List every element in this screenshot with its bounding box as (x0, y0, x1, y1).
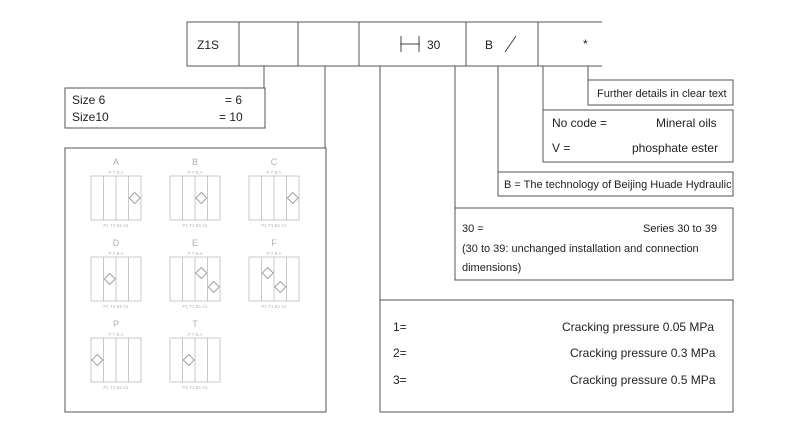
pressure-box (379, 299, 734, 413)
size-10-label: Size10 (72, 110, 109, 124)
symbol-top-ports: P T B A (108, 251, 123, 256)
seal-v-code: V = (552, 141, 570, 155)
series-note-line2: dimensions) (462, 262, 521, 274)
series-code: 30 = (462, 223, 484, 235)
symbol-top-ports: P T B A (187, 332, 202, 337)
header-series-code: 30 (427, 38, 441, 52)
pressure-2-code: 2= (393, 346, 407, 360)
symbol-bottom-ports: P1 T1 B1 A1 (261, 304, 287, 309)
seal-box (542, 109, 734, 163)
series-box (454, 207, 734, 281)
symbol-top-ports: P T B A (266, 251, 281, 256)
further-details-box (587, 79, 734, 106)
code-box-tech-seal (465, 21, 539, 67)
symbol-bottom-ports: P1 T1 B1 A1 (103, 385, 129, 390)
check-valve (103, 272, 116, 286)
pressure-1-desc: Cracking pressure 0.05 MPa (562, 320, 714, 334)
symbol-top-ports: P T B A (108, 332, 123, 337)
size-6-label: Size 6 (72, 93, 106, 107)
pressure-2-desc: Cracking pressure 0.3 MPa (570, 346, 716, 360)
check-valve (128, 191, 141, 205)
check-valve (195, 191, 208, 205)
size-box (64, 87, 266, 129)
symbol-bottom-ports: P1 T1 B1 A1 (182, 385, 208, 390)
header-code: Z1S (197, 38, 219, 52)
size-6-value: = 6 (225, 93, 242, 107)
valve-symbol-t: T P T B A P1 T1 B1 A1 (169, 319, 221, 390)
symbol-letter: T (192, 319, 198, 329)
symbol-top-ports: P T B A (187, 251, 202, 256)
symbol-top-ports: P T B A (108, 170, 123, 175)
symbol-top-ports: P T B A (187, 170, 202, 175)
symbol-letter: B (192, 157, 198, 167)
series-desc: Series 30 to 39 (643, 223, 717, 235)
symbol-letter: D (113, 238, 120, 248)
header-detail-code: * (583, 37, 588, 51)
symbol-bottom-ports: P1 T1 B1 A1 (182, 223, 208, 228)
size-10-value: = 10 (219, 110, 243, 124)
symbol-bottom-ports: P1 T1 B1 A1 (103, 304, 129, 309)
symbol-letter: F (271, 238, 277, 248)
symbol-bottom-ports: P1 T1 B1 A1 (261, 223, 287, 228)
symbols-box (64, 147, 327, 413)
code-box-symbol (297, 21, 360, 67)
symbol-letter: E (192, 238, 198, 248)
valve-symbol-c: C P T B A P1 T1 B1 A1 (248, 157, 300, 228)
connector-lines (263, 66, 589, 300)
symbol-letter: P (113, 319, 119, 329)
technology-box (497, 171, 734, 197)
pressure-1-code: 1= (393, 320, 407, 334)
code-box-size (238, 21, 299, 67)
pressure-3-desc: Cracking pressure 0.5 MPa (570, 373, 716, 387)
seal-no-code: No code = (552, 116, 607, 130)
header-separators (400, 35, 517, 53)
valve-symbol-e: E P T B A P1 T1 B1 A1 (169, 238, 221, 309)
check-valve (261, 266, 274, 280)
series-note-line1: (30 to 39: unchanged installation and co… (462, 243, 699, 255)
header-tech-code: B (485, 38, 493, 52)
symbol-top-ports: P T B A (266, 170, 281, 175)
valve-symbol-b: B P T B A P1 T1 B1 A1 (169, 157, 221, 228)
check-valve (286, 191, 299, 205)
code-box-details (538, 21, 602, 67)
valve-symbol-p: P P T B A P1 T1 B1 A1 (90, 319, 142, 390)
technology-text: B = The technology of Beijing Huade Hydr… (504, 179, 732, 191)
valve-symbol-f: F P T B A P1 T1 B1 A1 (248, 238, 300, 309)
symbol-letter: A (113, 157, 119, 167)
check-valve (274, 280, 287, 294)
check-valve (91, 353, 104, 367)
symbol-letter: C (271, 157, 278, 167)
check-valve (182, 353, 195, 367)
seal-mineral-oils: Mineral oils (656, 116, 717, 130)
check-valve (195, 266, 208, 280)
symbol-bottom-ports: P1 T1 B1 A1 (103, 223, 129, 228)
valve-symbol-d: D P T B A P1 T1 B1 A1 (90, 238, 142, 309)
check-valve (207, 280, 220, 294)
symbol-bottom-ports: P1 T1 B1 A1 (182, 304, 208, 309)
pressure-3-code: 3= (393, 373, 407, 387)
seal-phosphate-ester: phosphate ester (632, 141, 718, 155)
further-details-text: Further details in clear text (597, 88, 727, 100)
valve-symbol-a: A P T B A P1 T1 B1 A1 (90, 157, 142, 228)
